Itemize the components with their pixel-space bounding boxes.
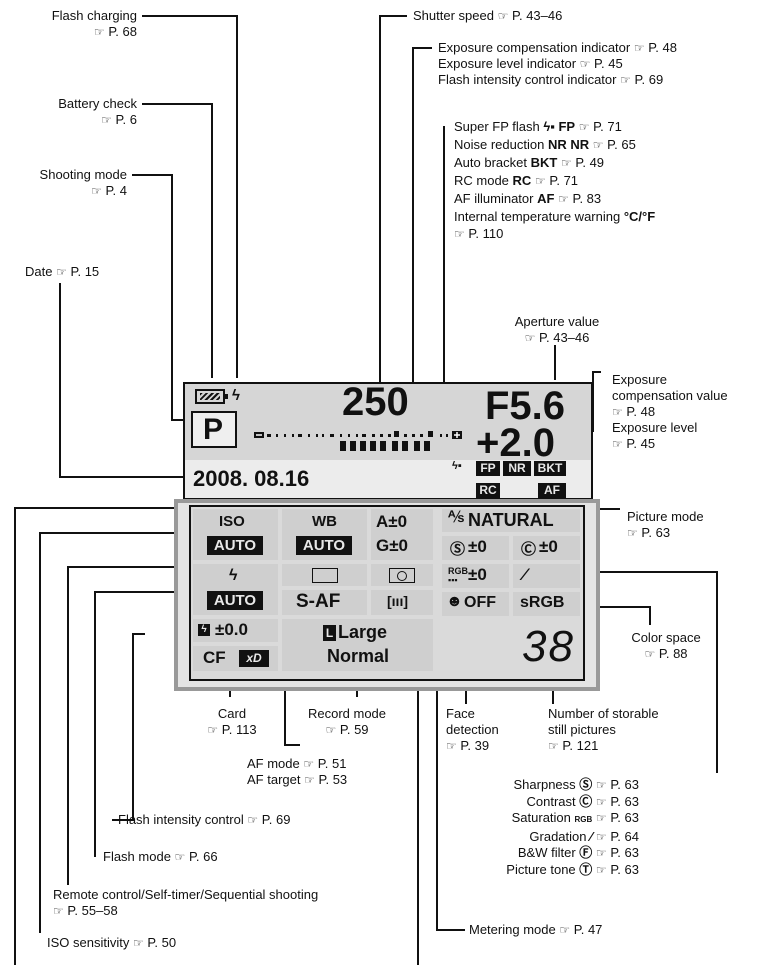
wb-correction-cell[interactable]: A±0 G±0 <box>371 509 433 560</box>
wb-g-value: G±0 <box>376 536 409 555</box>
shooting-mode-value: P <box>203 413 224 446</box>
storable-count: 38 <box>522 622 575 671</box>
fp-indicator: FP <box>476 461 500 476</box>
saturation-cell[interactable]: RGB▪▪▪ ±0 <box>442 564 509 588</box>
label-storable: Number of storable still pictures ☞ P. 1… <box>548 706 659 753</box>
record-mode-cell[interactable]: L Large Normal <box>282 619 433 671</box>
label-af-mode: AF mode ☞ P. 51 AF target ☞ P. 53 <box>247 756 348 787</box>
shutter-speed-value: 250 <box>342 380 409 424</box>
label-aperture-value: Aperture value ☞ P. 43–46 <box>514 314 600 345</box>
battery-icon <box>195 389 228 404</box>
sharpness-value: ±0 <box>468 537 487 556</box>
aperture-value: F5.6 <box>485 384 566 428</box>
label-date: Date ☞ P. 15 <box>25 264 100 279</box>
label-card: Card ☞ P. 113 <box>207 706 257 737</box>
metering-icon <box>389 568 415 583</box>
flash-mode-value: AUTO <box>207 591 263 610</box>
shooting-mode-box: P <box>191 411 237 448</box>
rc-indicator: RC <box>476 483 500 498</box>
saturation-icon: RGB▪▪▪ <box>448 566 468 585</box>
contrast-cell[interactable]: Ⓒ ±0 <box>513 536 580 560</box>
wb-label: WB <box>312 513 337 530</box>
af-mode-cell[interactable]: S-AF <box>282 590 367 615</box>
drive-mode-cell[interactable] <box>282 564 367 586</box>
label-indicator-group: Super FP flash ϟ▪ FP ☞ P. 71 Noise reduc… <box>454 119 656 241</box>
picture-mode-icon: ⅍ <box>448 509 464 526</box>
face-detection-value: OFF <box>464 594 496 611</box>
single-frame-icon <box>312 568 338 583</box>
label-exposure-comp-value: Exposure compensation value ☞ P. 48 Expo… <box>612 372 728 451</box>
label-metering-mode: Metering mode ☞ P. 47 <box>469 922 603 937</box>
contrast-icon: Ⓒ <box>521 541 537 558</box>
sharpness-icon: Ⓢ <box>450 541 466 558</box>
label-face-detection: Face detection ☞ P. 39 <box>446 706 499 753</box>
exposure-level-scale <box>254 431 462 451</box>
face-detection-cell[interactable]: ☻ OFF <box>442 592 509 616</box>
color-space-value: sRGB <box>520 594 565 611</box>
metering-cell[interactable] <box>371 564 433 586</box>
picture-mode-cell[interactable]: ⅍ NATURAL <box>442 509 580 532</box>
exposure-comp-value: +2.0 <box>476 421 555 465</box>
super-fp-icon: ϟ▪ <box>452 460 462 472</box>
record-size-value: Large <box>338 622 388 642</box>
label-battery-check: Battery check ☞ P. 6 <box>58 96 137 127</box>
label-flash-mode: Flash mode ☞ P. 66 <box>103 849 218 864</box>
label-remote: Remote control/Self-timer/Sequential sho… <box>53 887 319 918</box>
af-target-value: [ııı] <box>387 593 408 609</box>
label-picture-mode: Picture mode ☞ P. 63 <box>627 509 704 540</box>
contrast-value: ±0 <box>539 537 558 556</box>
label-color-space: Color space ☞ P. 88 <box>631 630 701 661</box>
record-size-icon: L <box>323 625 336 641</box>
label-picture-settings: Sharpness Ⓢ ☞ P. 63 Contrast Ⓒ ☞ P. 63 S… <box>506 777 639 877</box>
label-exposure-indicators: Exposure compensation indicator ☞ P. 48 … <box>438 40 677 87</box>
flash-comp-value: ±0.0 <box>215 620 248 639</box>
af-mode-value: S-AF <box>296 591 341 612</box>
wb-value: AUTO <box>296 536 352 555</box>
af-illuminator-indicator: AF <box>538 483 566 498</box>
flash-comp-cell[interactable]: ϟ ±0.0 <box>193 619 278 642</box>
wb-a-value: A±0 <box>376 512 408 531</box>
label-flash-intensity: Flash intensity control ☞ P. 69 <box>118 812 291 827</box>
picture-mode-value: NATURAL <box>468 510 554 530</box>
label-iso-sensitivity: ISO sensitivity ☞ P. 50 <box>47 935 177 950</box>
flash-mode-cell[interactable]: ϟ AUTO <box>193 564 278 615</box>
saturation-value: ±0 <box>468 565 487 584</box>
xd-card-icon: xD <box>239 650 269 667</box>
card-value: CF <box>203 648 226 667</box>
gradation-icon: ⁄ <box>523 565 526 584</box>
label-flash-charging: Flash charging ☞ P. 68 <box>51 8 137 39</box>
flash-icon: ϟ <box>229 567 238 584</box>
color-space-cell[interactable]: sRGB <box>513 592 580 616</box>
card-cell[interactable]: CF xD <box>193 646 278 671</box>
nr-indicator: NR <box>503 461 531 476</box>
label-shooting-mode: Shooting mode ☞ P. 4 <box>39 167 127 198</box>
flash-charging-icon: ϟ <box>232 387 240 404</box>
iso-cell[interactable]: ISO AUTO <box>193 509 278 560</box>
record-quality-value: Normal <box>327 646 390 666</box>
face-icon: ☻ <box>446 593 463 610</box>
gradation-cell[interactable]: ⁄ <box>513 564 580 588</box>
flash-comp-icon: ϟ <box>198 624 210 636</box>
label-record-mode: Record mode ☞ P. 59 <box>307 706 387 737</box>
bkt-indicator: BKT <box>534 461 566 476</box>
wb-cell[interactable]: WB AUTO <box>282 509 367 560</box>
af-target-cell[interactable]: [ııı] <box>371 590 433 615</box>
iso-label: ISO <box>219 513 245 530</box>
iso-value: AUTO <box>207 536 263 555</box>
label-shutter-speed: Shutter speed ☞ P. 43–46 <box>413 8 563 23</box>
sharpness-cell[interactable]: Ⓢ ±0 <box>442 536 509 560</box>
lcd-date: 2008. 08.16 <box>193 466 310 491</box>
